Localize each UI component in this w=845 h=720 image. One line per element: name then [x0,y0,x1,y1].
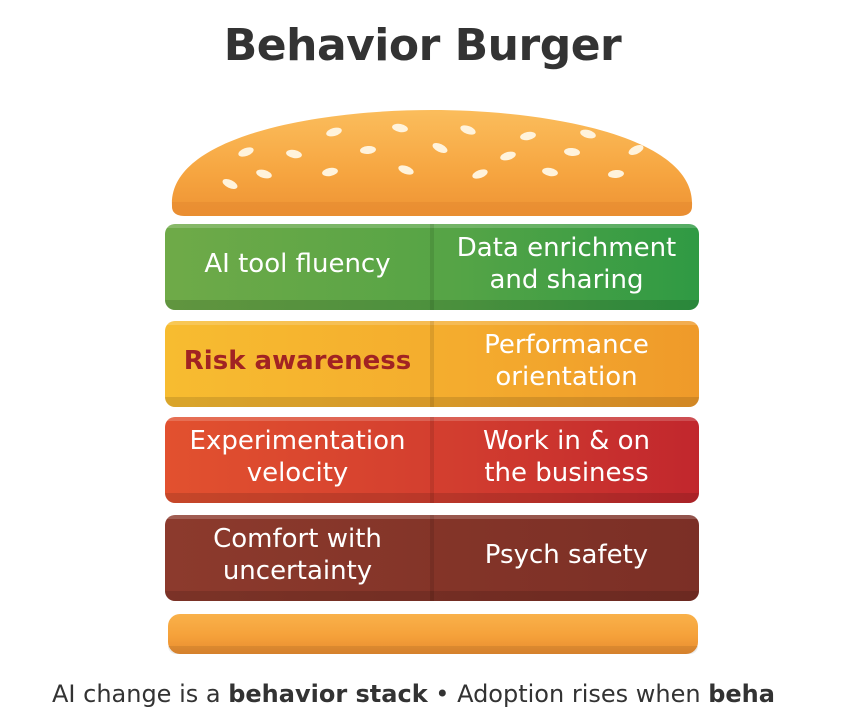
caption-part2: Adoption rises when [457,680,709,708]
layer-3-left: Experimentation velocity [165,417,430,503]
label-comfort-line2: uncertainty [222,556,373,586]
label-experimentation-line2: velocity [246,458,349,488]
layer-green: AI tool fluency Data enrichment and shar… [165,224,699,310]
label-work-in-on-line1: Work in & on [483,426,650,456]
caption: AI change is a behavior stack • Adoption… [52,680,792,708]
layer-divider [430,417,434,503]
layer-1-right: Data enrichment and sharing [434,224,699,310]
label-data-enrichment-line2: and sharing [489,265,644,295]
layer-divider [430,321,434,407]
label-comfort-line1: Comfort with [213,524,382,554]
layer-2-left: Risk awareness [165,321,430,407]
layer-brown: Comfort with uncertainty Psych safety [165,515,699,601]
label-performance-line2: orientation [495,362,638,392]
label-psych-safety: Psych safety [484,540,649,570]
label-performance-line1: Performance [484,330,649,360]
caption-part1: AI change is a [52,680,229,708]
layer-3-right: Work in & on the business [434,417,699,503]
label-risk-awareness: Risk awareness [183,346,412,376]
diagram-title: Behavior Burger [223,20,622,71]
layer-2-right: Performance orientation [434,321,699,407]
layer-yellow: Risk awareness Performance orientation [165,321,699,407]
label-work-in-on-line2: the business [484,458,649,488]
sesame-seeds [222,123,644,189]
caption-bold2: beha [708,680,775,708]
caption-bullet: • [427,680,458,708]
caption-bold1: behavior stack [228,680,428,708]
label-experimentation-line1: Experimentation [189,426,406,456]
layer-4-left: Comfort with uncertainty [165,515,430,601]
layer-1-left: AI tool fluency [165,224,430,310]
layer-divider [430,224,434,310]
layer-red: Experimentation velocity Work in & on th… [165,417,699,503]
label-data-enrichment-line1: Data enrichment [456,233,677,263]
top-bun [171,110,693,216]
layer-divider [430,515,434,601]
label-ai-tool-fluency: AI tool fluency [204,249,391,279]
bottom-bun [168,614,698,654]
layer-4-right: Psych safety [434,515,699,601]
